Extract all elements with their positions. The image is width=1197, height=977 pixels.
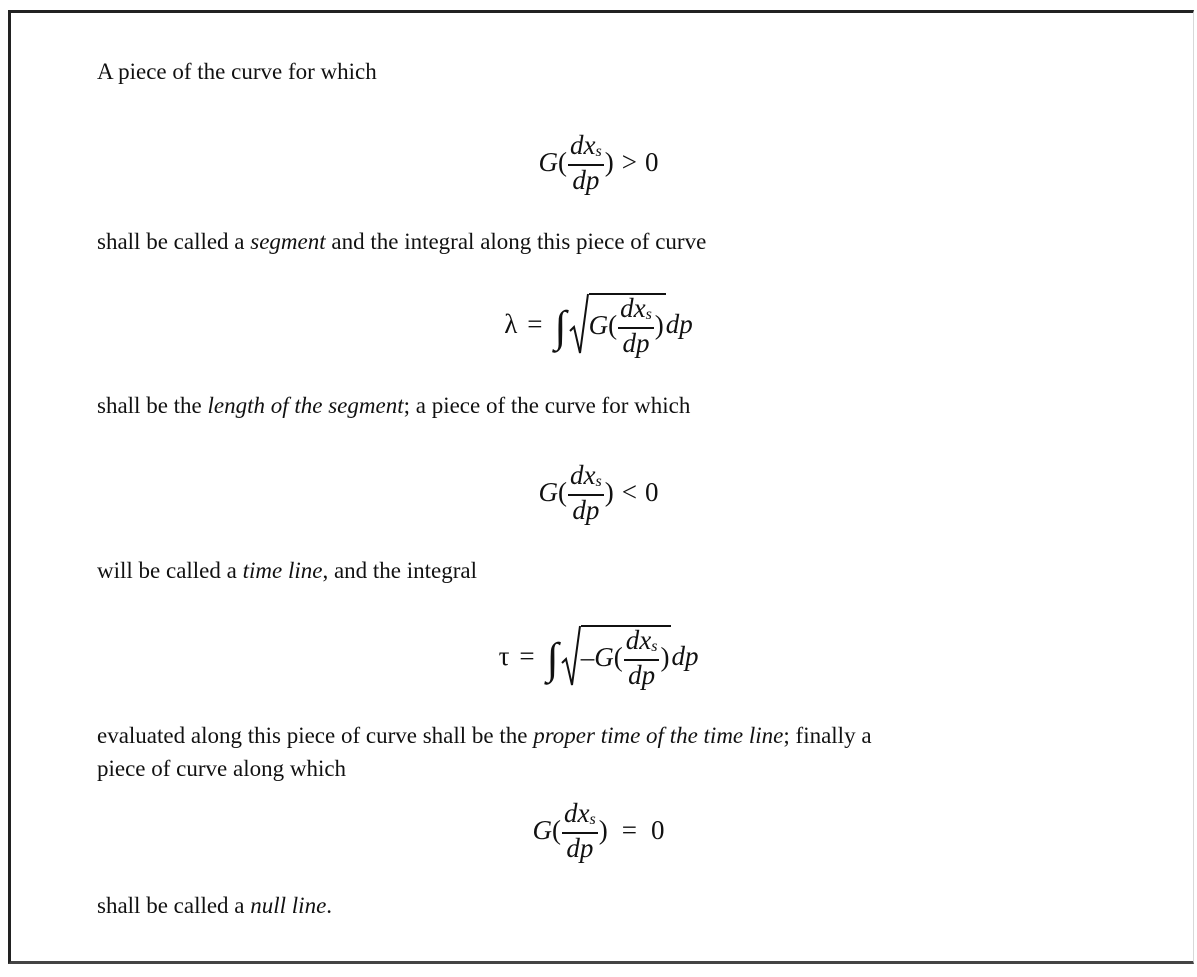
paragraph-6: piece of curve along which	[97, 753, 346, 785]
paragraph-4-before: will be called a	[97, 558, 243, 583]
eq5-equals: =	[621, 814, 637, 845]
eq3-close-paren: )	[604, 476, 614, 507]
eq1-numerator: dxs	[568, 131, 604, 166]
eq4-radical-icon	[561, 625, 581, 686]
paragraph-2-before: shall be called a	[97, 229, 251, 254]
paragraph-1-text: A piece of the curve for which	[97, 59, 377, 84]
eq4-G: G	[594, 641, 614, 672]
eq2-denominator: dp	[622, 327, 650, 358]
eq2-equals: =	[527, 308, 543, 339]
paragraph-1: A piece of the curve for which	[97, 56, 377, 88]
paragraph-5-before: evaluated along this piece of curve shal…	[97, 723, 534, 748]
eq3-open-paren: (	[558, 476, 568, 507]
paragraph-3-before: shall be the	[97, 393, 208, 418]
eq5-denominator: dp	[566, 832, 594, 863]
paragraph-4-emphasis: time line	[242, 558, 323, 583]
eq5-subscript-s: s	[589, 810, 596, 828]
paragraph-2-after: and the integral along this piece of cur…	[325, 229, 707, 254]
paragraph-7-before: shall be called a	[97, 893, 251, 918]
eq4-integral-sign: ∫	[546, 633, 559, 683]
eq3-zero: 0	[644, 476, 659, 507]
eq1-denominator: dp	[572, 164, 600, 195]
eq1-greater-sign: >	[621, 146, 637, 177]
eq4-numerator: dxs	[623, 624, 660, 661]
eq5-numerator: dxs	[562, 799, 598, 834]
paragraph-7: shall be called a null line.	[97, 890, 332, 922]
eq4-close-paren: )	[660, 641, 670, 672]
paragraph-3: shall be the length of the segment; a pi…	[97, 390, 690, 422]
paragraph-6-text: piece of curve along which	[97, 756, 347, 781]
paragraph-7-after: .	[326, 893, 333, 918]
eq1-subscript-s: s	[595, 142, 602, 160]
paragraph-2: shall be called a segment and the integr…	[97, 226, 706, 258]
eq4-dx: dx	[625, 624, 652, 655]
paragraph-5-emphasis: proper time of the time line	[533, 723, 784, 748]
eq4-equals: =	[519, 640, 535, 671]
paragraph-5: evaluated along this piece of curve shal…	[97, 720, 872, 752]
eq4-denominator: dp	[628, 659, 656, 690]
eq2-lambda: λ	[504, 308, 518, 339]
eq2-G: G	[588, 309, 609, 340]
eq4-subscript-s: s	[651, 637, 658, 655]
eq5-dx: dx	[564, 797, 590, 828]
paragraph-3-after: ; a piece of the curve for which	[403, 393, 691, 418]
eq1-dx: dx	[570, 129, 596, 160]
eq1-close-paren: )	[604, 146, 614, 177]
eq1-G: G	[538, 146, 559, 177]
paragraph-4-after: , and the integral	[322, 558, 478, 583]
page-frame	[8, 10, 1194, 964]
eq2-subscript-s: s	[645, 305, 652, 323]
eq4-open-paren: (	[613, 641, 623, 672]
eq3-subscript-s: s	[595, 472, 602, 490]
paragraph-7-emphasis: null line	[250, 893, 327, 918]
eq2-radical-icon	[568, 293, 589, 354]
eq3-G: G	[538, 476, 559, 507]
eq3-denominator: dp	[572, 494, 600, 525]
eq2-differential: dp	[665, 308, 693, 339]
eq5-open-paren: (	[552, 814, 562, 845]
eq2-numerator: dxs	[618, 294, 654, 329]
eq4-minus: –	[580, 641, 595, 672]
eq3-numerator: dxs	[568, 461, 604, 496]
eq4-tau: τ	[498, 640, 510, 671]
eq2-open-paren: (	[608, 309, 618, 340]
eq2-dx: dx	[620, 292, 646, 323]
paragraph-4: will be called a time line, and the inte…	[97, 555, 477, 587]
eq4-differential: dp	[671, 640, 699, 671]
eq3-less-sign: <	[621, 476, 637, 507]
eq1-zero: 0	[644, 146, 659, 177]
paragraph-5-after: ; finally a	[783, 723, 872, 748]
eq2-close-paren: )	[654, 309, 664, 340]
eq3-dx: dx	[570, 459, 596, 490]
eq2-integral-sign: ∫	[554, 301, 567, 351]
eq5-G: G	[532, 814, 553, 845]
paragraph-3-emphasis: length of the segment	[207, 393, 404, 418]
eq5-close-paren: )	[598, 814, 608, 845]
eq5-zero: 0	[650, 814, 665, 845]
eq1-open-paren: (	[558, 146, 568, 177]
paragraph-2-emphasis: segment	[250, 229, 326, 254]
